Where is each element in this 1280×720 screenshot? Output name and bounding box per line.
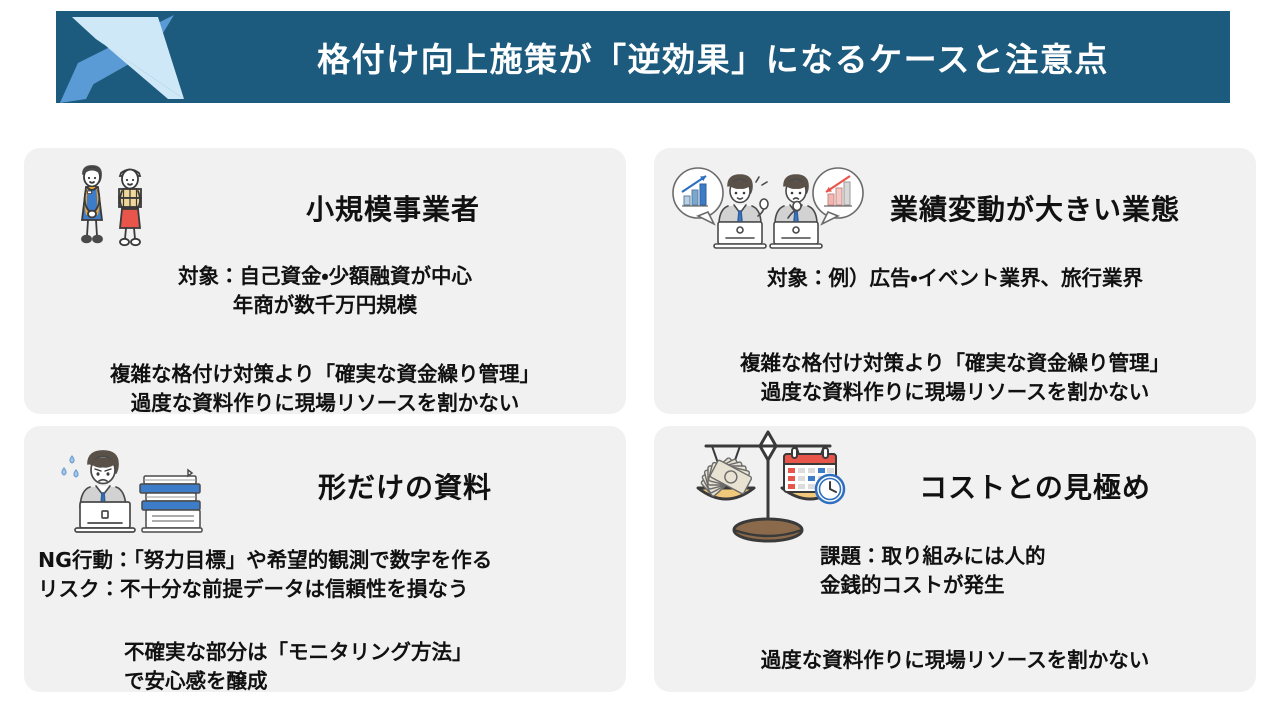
card-body: 対象：自己資金・少額融資が中心 年商が数千万円規模 複雑な格付け対策より「確実な… bbox=[38, 258, 612, 418]
stressed-worker-books-icon bbox=[38, 438, 238, 534]
card-title: 形だけの資料 bbox=[317, 471, 492, 504]
card-secondary-text: 過度な資料作りに現場リソースを割かない bbox=[760, 648, 1150, 673]
card-body: 課題：取り組みには人的 金銭的コストが発生 過度な資料作りに現場リソースを割かな… bbox=[668, 536, 1242, 680]
card-secondary-text: 複雑な格付け対策より「確実な資金繰り管理」 過度な資料作りに現場リソースを割かな… bbox=[109, 362, 541, 416]
card-volatile-performance: 業績変動が大きい業態 対象：例）広告・イベント業界、旅行業界 複雑な格付け対策よ… bbox=[654, 148, 1256, 414]
card-secondary-text: 複雑な格付け対策より「確実な資金繰り管理」 過度な資料作りに現場リソースを割かな… bbox=[739, 351, 1171, 405]
card-title: 業績変動が大きい業態 bbox=[889, 193, 1180, 226]
card-grid: 小規模事業者 対象：自己資金・少額融資が中心 年商が数千万円規模 複雑な格付け対… bbox=[24, 148, 1256, 693]
card-small-business: 小規模事業者 対象：自己資金・少額融資が中心 年商が数千万円規模 複雑な格付け対… bbox=[24, 148, 626, 415]
card-title: コストとの見極め bbox=[919, 471, 1151, 504]
card-body: 対象：例）広告・イベント業界、旅行業界 複雑な格付け対策より「確実な資金繰り管理… bbox=[668, 258, 1242, 407]
card-body: NG行動：「努力目標」や希望的観測で数字を作る リスク：不十分な前提データは信頼… bbox=[38, 536, 612, 696]
two-shop-staff-icon bbox=[38, 160, 188, 256]
card-title: 小規模事業者 bbox=[305, 193, 480, 226]
card-header: コストとの見極め bbox=[668, 430, 1242, 543]
card-header: 小規模事業者 bbox=[38, 158, 612, 258]
card-cost-assessment: コストとの見極め 課題：取り組みには人的 金銭的コストが発生 過度な資料作りに現… bbox=[654, 426, 1256, 692]
card-primary-text: 対象：自己資金・少額融資が中心 年商が数千万円規模 bbox=[178, 264, 472, 318]
slide-header: 格付け向上施策が「逆効果」になるケースと注意点 bbox=[56, 11, 1230, 103]
card-primary-text: 課題：取り組みには人的 金銭的コストが発生 bbox=[820, 544, 1046, 598]
balance-scale-money-calendar-icon bbox=[668, 430, 868, 543]
card-primary-text: 対象：例）広告・イベント業界、旅行業界 bbox=[767, 266, 1143, 290]
two-businessmen-charts-icon bbox=[668, 160, 868, 256]
card-superficial-documents: 形だけの資料 NG行動：「努力目標」や希望的観測で数字を作る リスク：不十分な前… bbox=[24, 426, 626, 693]
card-primary-text: NG行動：「努力目標」や希望的観測で数字を作る リスク：不十分な前提データは信頼… bbox=[38, 548, 493, 602]
x-mark-logo-icon bbox=[56, 11, 206, 103]
page-title: 格付け向上施策が「逆効果」になるケースと注意点 bbox=[317, 40, 1109, 79]
card-header: 形だけの資料 bbox=[38, 436, 612, 536]
card-header: 業績変動が大きい業態 bbox=[668, 158, 1242, 258]
card-secondary-text: 不確実な部分は「モニタリング方法」 で安心感を醸成 bbox=[124, 640, 473, 694]
